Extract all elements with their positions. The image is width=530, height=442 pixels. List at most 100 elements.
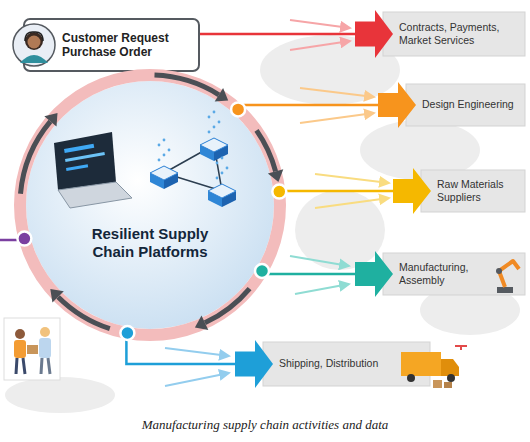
cycle-arrowhead xyxy=(44,113,57,127)
banner-chevron xyxy=(393,168,431,214)
activity-label: Raw Materials Suppliers xyxy=(437,178,519,204)
server-top xyxy=(200,138,228,152)
truck-wheel xyxy=(407,374,415,382)
data-dot xyxy=(213,111,216,114)
truck-wheel xyxy=(447,374,455,382)
data-dot xyxy=(226,167,229,170)
fan-arrow xyxy=(295,284,349,294)
platform-circle: Resilient Supply Chain Platforms xyxy=(14,69,286,341)
laptop-base xyxy=(58,182,132,208)
connector xyxy=(267,273,355,276)
person-leg xyxy=(41,358,42,374)
cycle-arrow xyxy=(257,130,276,171)
circle-fill xyxy=(26,81,274,329)
activity-banner: Raw Materials Suppliers xyxy=(393,168,525,214)
cycle-arrow xyxy=(58,297,110,329)
fan-arrow xyxy=(315,198,389,208)
fan-arrow xyxy=(315,174,389,183)
data-dot xyxy=(218,121,221,124)
person-leg xyxy=(16,358,17,374)
person-leg xyxy=(23,358,25,374)
activity-label: Shipping, Distribution xyxy=(279,357,398,370)
data-dot xyxy=(163,154,166,157)
data-dot xyxy=(216,162,219,165)
figure-caption: Manufacturing supply chain activities an… xyxy=(0,417,530,433)
activity-banner: Shipping, Distribution xyxy=(235,340,470,388)
banner-panel xyxy=(421,170,525,212)
request-box: Customer Request Purchase Order xyxy=(8,18,200,72)
person-head xyxy=(40,327,50,337)
banner-chevron xyxy=(378,82,416,128)
circle-ring xyxy=(20,75,280,335)
server-top xyxy=(208,184,236,198)
connector xyxy=(285,190,393,193)
connector xyxy=(126,339,235,364)
ring-dot xyxy=(120,326,134,340)
data-dot xyxy=(158,159,161,162)
avatar-hair xyxy=(25,32,43,50)
circle-text-holder: Resilient Supply Chain Platforms xyxy=(72,225,228,261)
fan-arrow xyxy=(290,20,350,28)
cycle-arrow xyxy=(21,121,51,193)
avatar-headset xyxy=(25,32,43,41)
cycle-arrow xyxy=(155,75,219,95)
screen-line xyxy=(64,144,94,153)
ring-dot xyxy=(255,264,269,278)
cycle-arrowhead xyxy=(50,289,64,303)
screen-line xyxy=(65,152,105,162)
parcel xyxy=(433,380,442,388)
fan-arrow xyxy=(290,256,349,266)
drone xyxy=(455,346,467,350)
avatar-circle xyxy=(13,24,55,66)
robot-joint xyxy=(496,268,502,274)
cycle-arrowhead xyxy=(215,88,229,102)
fan-arrow xyxy=(165,373,229,386)
connector xyxy=(242,104,378,107)
banner-panel xyxy=(383,253,525,295)
fan-arrow xyxy=(300,88,374,97)
banner-chevron xyxy=(355,251,393,297)
screen-line xyxy=(66,164,88,171)
data-dot xyxy=(221,172,224,175)
connector xyxy=(200,33,355,36)
map-landmass xyxy=(295,190,385,270)
fan-arrow xyxy=(300,113,374,123)
ring-dot xyxy=(231,102,245,116)
parcel xyxy=(444,382,452,388)
fan-arrow xyxy=(290,41,350,50)
banner-panel xyxy=(383,12,525,56)
data-dot xyxy=(208,131,211,134)
fan-arrow xyxy=(165,348,229,356)
data-dot xyxy=(208,116,211,119)
activity-banner: Design Engineering xyxy=(378,82,525,128)
data-dot xyxy=(216,177,219,180)
activity-banner: Contracts, Payments, Market Services xyxy=(355,10,525,58)
robot-arm xyxy=(499,261,519,287)
node-shape xyxy=(14,69,286,341)
cycle-arrowhead xyxy=(268,169,283,182)
delivery-people-picture xyxy=(4,318,60,380)
parcel xyxy=(27,345,38,354)
data-dot xyxy=(168,149,171,152)
truck-cab xyxy=(441,359,459,376)
map-landmass xyxy=(5,377,115,413)
avatar-face xyxy=(28,36,41,49)
activity-label: Design Engineering xyxy=(422,98,519,111)
banner-chevron xyxy=(235,340,273,388)
data-dot xyxy=(163,139,166,142)
activity-banner: Manufacturing, Assembly xyxy=(355,251,525,297)
picture-frame xyxy=(4,318,60,380)
cycle-arrow xyxy=(205,289,250,323)
data-dot xyxy=(213,126,216,129)
truck-cargo xyxy=(401,352,441,376)
ring-dot xyxy=(272,185,286,199)
person-head xyxy=(15,329,25,339)
robot-base xyxy=(497,287,513,293)
data-dot xyxy=(221,157,224,160)
activity-label: Manufacturing, Assembly xyxy=(399,261,485,287)
person-body xyxy=(14,340,26,358)
avatar-body xyxy=(20,55,48,63)
cycle-arrowhead xyxy=(195,316,208,331)
banner-panel xyxy=(406,84,525,126)
